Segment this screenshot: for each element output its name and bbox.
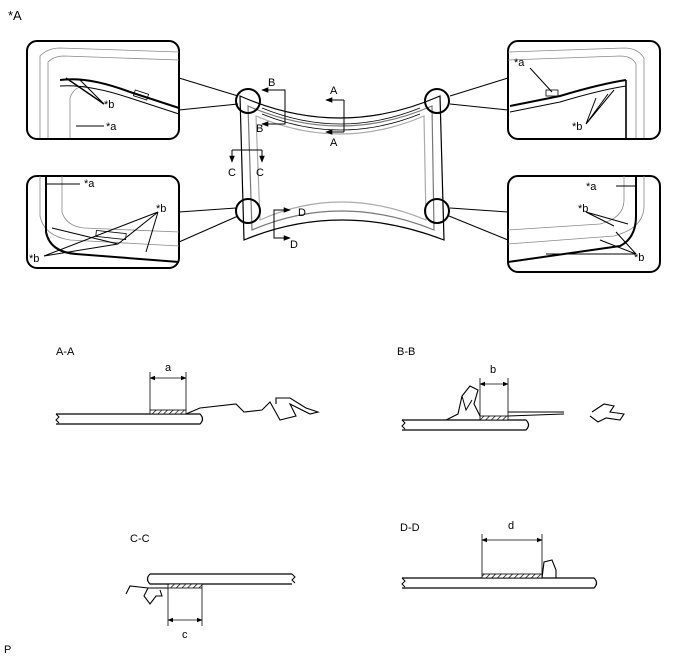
- section-dd-dim: d: [508, 520, 514, 532]
- corner-markers: [235, 88, 450, 224]
- detail-top-left: [26, 40, 239, 140]
- top-moulding: [261, 107, 421, 131]
- br-callout-b-top: *b: [578, 203, 588, 215]
- detail-bottom-left: [26, 175, 239, 269]
- section-c-marker: [229, 149, 265, 163]
- section-dd-title: D-D: [400, 522, 420, 534]
- tr-callout-a: *a: [514, 57, 525, 69]
- section-cc-title: C-C: [130, 533, 150, 545]
- section-b-marker: [261, 87, 286, 127]
- section-c-label-right: C: [256, 167, 264, 179]
- view-label: *A: [8, 8, 22, 23]
- br-callout-b-bottom: *b: [634, 252, 644, 264]
- section-d-marker: [273, 207, 291, 241]
- tl-callout-b: *b: [104, 99, 114, 111]
- illustration-code: P: [4, 644, 12, 656]
- section-b-label-top: B: [268, 77, 275, 89]
- section-cc-dim: c: [182, 629, 188, 641]
- detail-bottom-right: [448, 175, 661, 273]
- bl-callout-b-right: *b: [156, 203, 166, 215]
- section-aa-dim: a: [165, 362, 172, 374]
- detail-top-right: [449, 40, 661, 140]
- section-c-label-left: C: [228, 167, 236, 179]
- section-cc: C-C c: [125, 533, 296, 641]
- section-bb-title: B-B: [397, 346, 415, 358]
- bl-callout-b-left: *b: [29, 253, 39, 265]
- tr-callout-b: *b: [572, 121, 582, 133]
- section-bb: B-B b: [397, 346, 625, 431]
- section-d-label-top: D: [298, 207, 306, 219]
- section-dd: D-D d: [400, 520, 598, 589]
- windshield-outline: [239, 95, 445, 241]
- section-aa-title: A-A: [56, 346, 75, 358]
- tl-callout-a: *a: [106, 121, 117, 133]
- section-a-label-top: A: [330, 85, 338, 97]
- section-d-label-bottom: D: [290, 239, 298, 251]
- section-a-label-bottom: A: [330, 137, 338, 149]
- section-b-label-bottom: B: [256, 123, 263, 135]
- bl-callout-a: *a: [84, 178, 95, 190]
- section-bb-dim: b: [490, 364, 496, 376]
- section-aa: A-A a: [55, 346, 320, 425]
- section-a-marker: [325, 97, 345, 135]
- br-callout-a: *a: [586, 181, 597, 193]
